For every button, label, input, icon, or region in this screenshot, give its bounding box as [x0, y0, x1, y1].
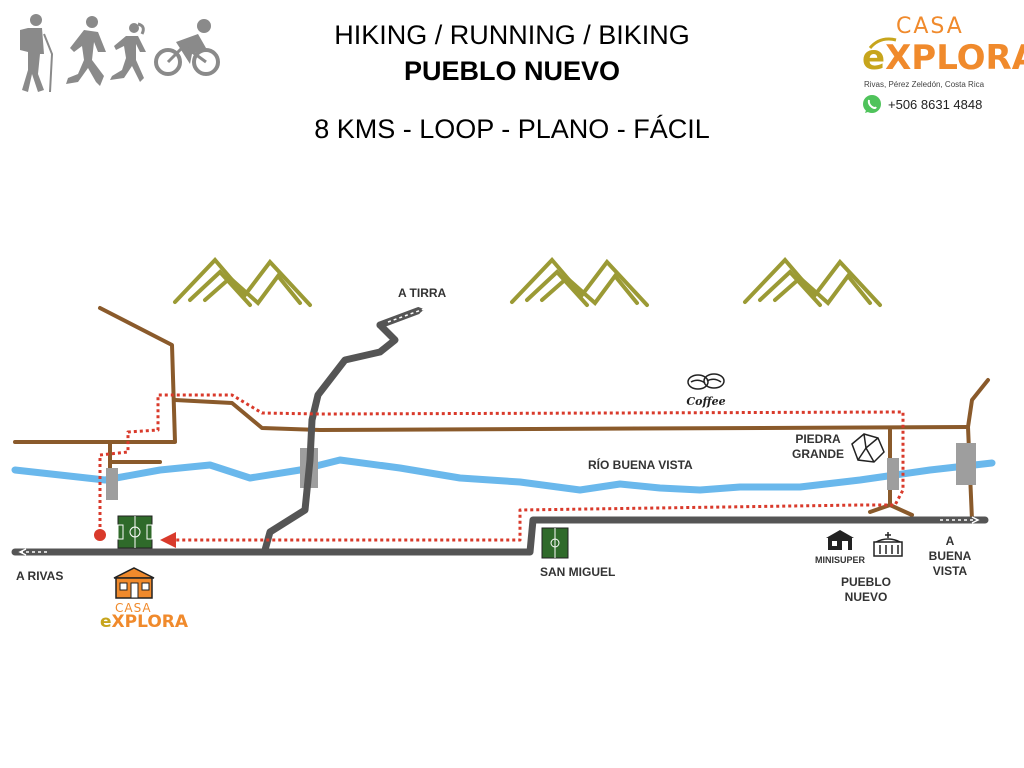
runner-woman-icon	[110, 22, 146, 82]
home-logo-casa: CASA	[115, 601, 152, 615]
route-name: PUEBLO NUEVO	[403, 56, 621, 86]
road-arrows	[18, 516, 980, 556]
route-start-dot	[94, 529, 106, 541]
phone-number: +506 8631 4848	[888, 97, 983, 112]
route-details: 8 KMS - LOOP - PLANO - FÁCIL	[314, 114, 710, 144]
label-piedra-grande: PIEDRA GRANDE	[791, 432, 844, 461]
logo-swoosh	[868, 37, 897, 50]
casa-explora-house-icon	[113, 567, 155, 599]
loop-route	[98, 393, 905, 542]
church-icon	[873, 532, 903, 557]
bridge-buena-vista	[956, 443, 976, 485]
river-buena-vista	[11, 456, 996, 494]
logo-e: e	[862, 38, 886, 78]
hiker-icon	[20, 14, 54, 93]
label-coffee: Coffee	[686, 395, 726, 408]
bridge-pueblo-nuevo	[887, 458, 899, 490]
soccer-field-rivas	[117, 515, 153, 549]
mountains-center	[510, 257, 649, 307]
coffee-icon	[687, 373, 725, 390]
road-network	[11, 321, 989, 556]
soccer-field-san-miguel	[541, 527, 569, 559]
tirra-arrow-dash	[387, 305, 428, 323]
minisuper-icon	[826, 530, 854, 550]
mountains-left	[173, 257, 312, 307]
label-san-miguel: SAN MIGUEL	[540, 565, 616, 579]
label-river: RÍO BUENA VISTA	[588, 458, 693, 472]
activity-title: HIKING / RUNNING / BIKING	[334, 20, 690, 50]
logo-explora: eXPLORA	[862, 38, 1024, 78]
label-a-buena-vista: A BUENA VISTA	[928, 534, 972, 578]
route-arrowhead	[160, 532, 176, 548]
logo-casa: CASA	[896, 14, 964, 39]
label-minisuper: MINISUPER	[814, 555, 865, 565]
cyclist-icon	[154, 19, 220, 76]
label-a-rivas: A RIVAS	[16, 569, 64, 583]
logo-explora-text: XPLORA	[885, 38, 1024, 78]
label-a-tirra: A TIRRA	[398, 286, 447, 300]
runner-icon	[66, 16, 106, 86]
trail-network	[13, 306, 990, 522]
label-pueblo-nuevo: PUEBLO NUEVO	[840, 575, 891, 604]
whatsapp-icon	[863, 95, 881, 113]
mountains-right	[743, 257, 882, 307]
bridge-rivas	[106, 468, 118, 500]
home-logo-explora: eXPLORA	[100, 612, 189, 632]
rock-icon	[851, 433, 885, 463]
logo-location: Rivas, Pérez Zeledón, Costa Rica	[864, 80, 985, 89]
